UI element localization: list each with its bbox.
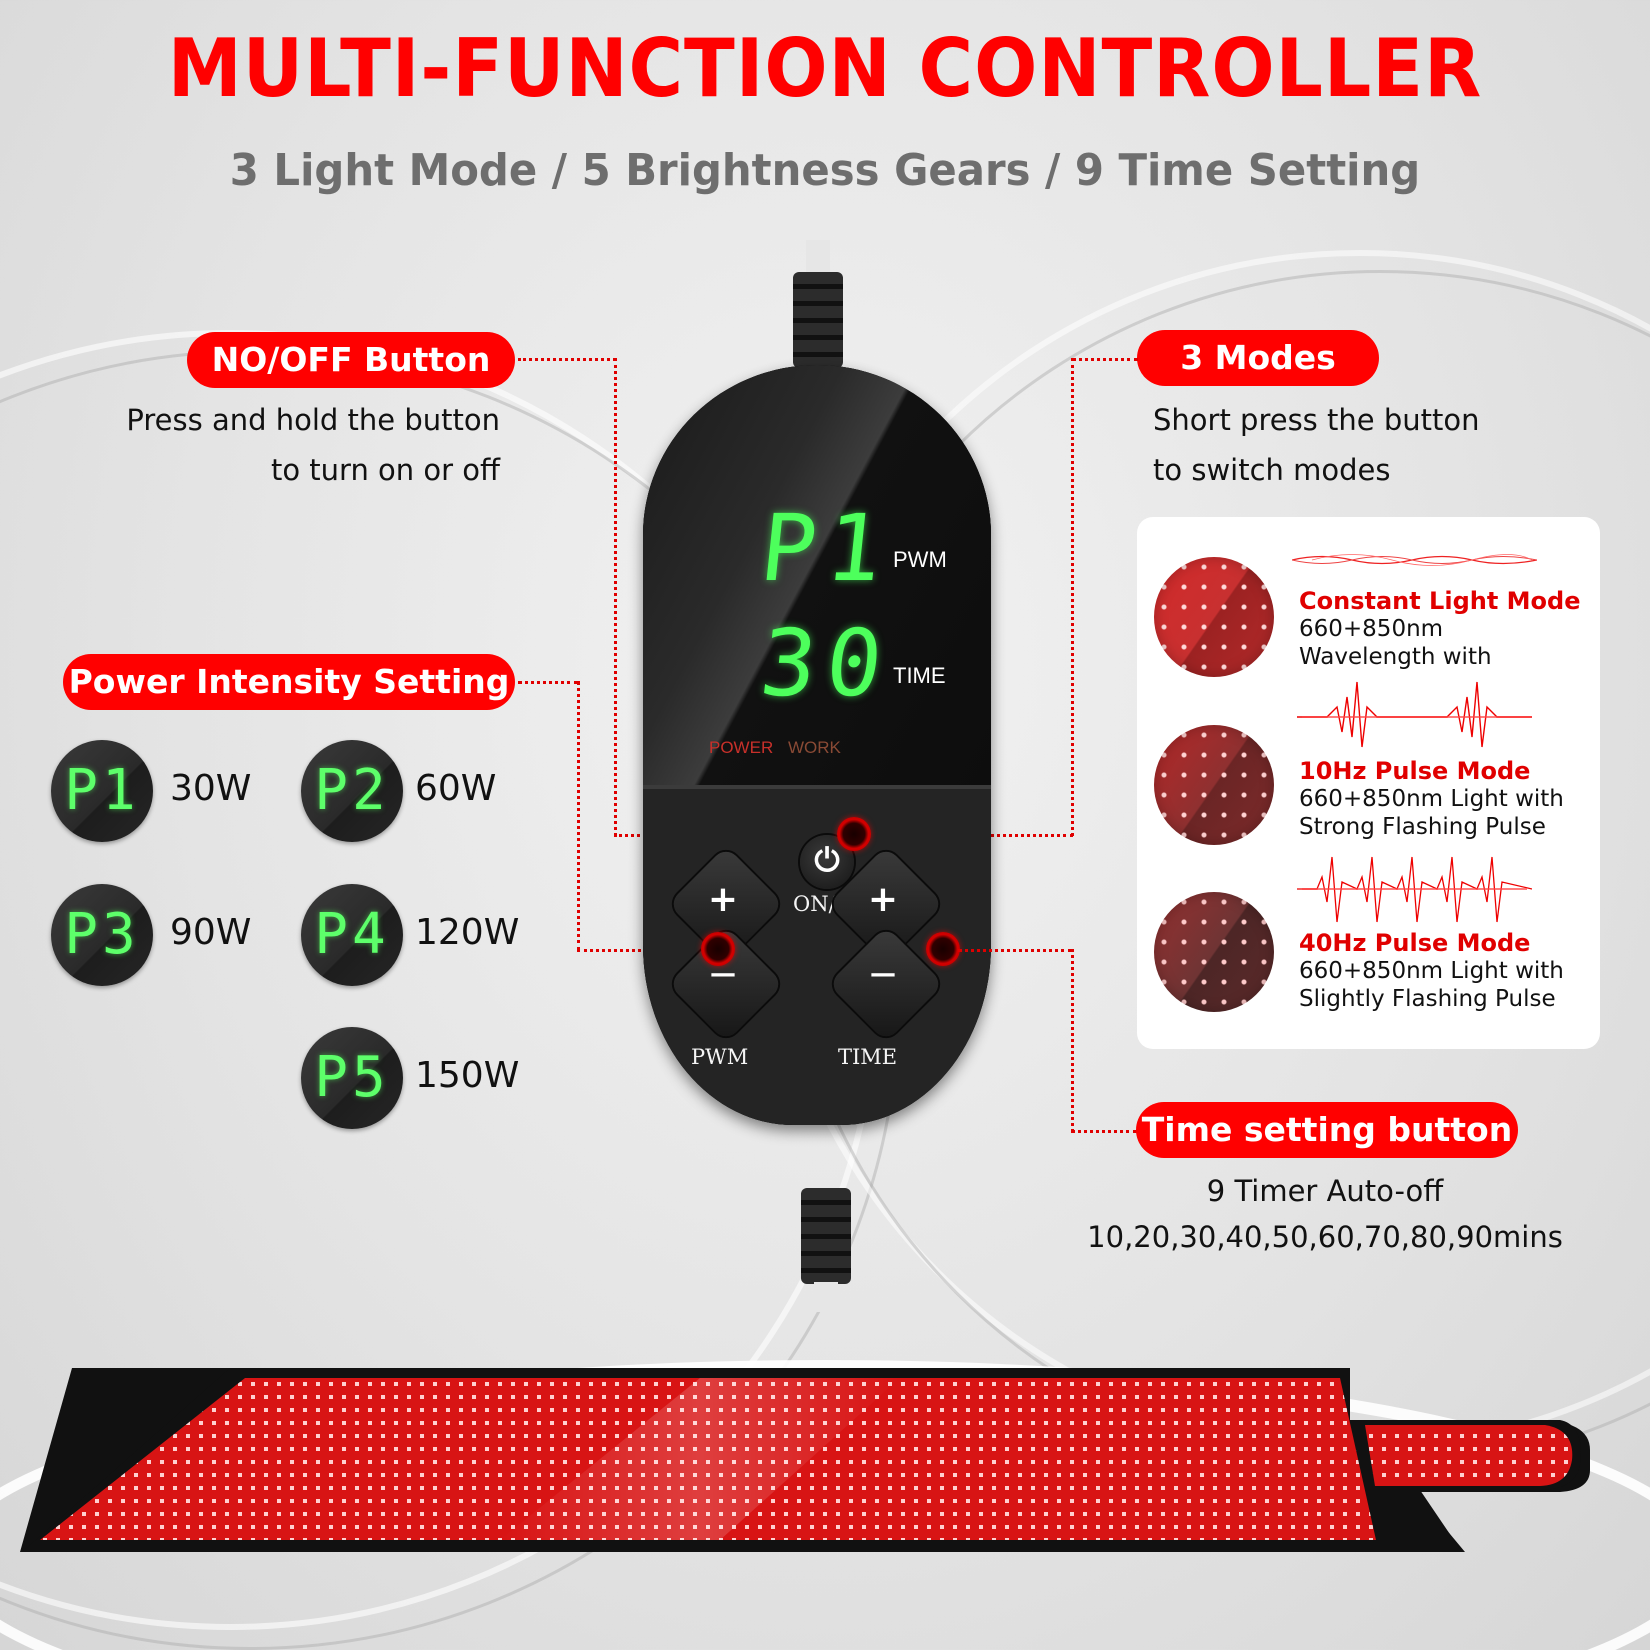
callout-marker-time <box>926 932 960 966</box>
mode-desc-line: 660+850nm <box>1299 616 1444 642</box>
10hz-mode-led-image <box>1154 725 1274 845</box>
power-level-watts: 120W <box>415 912 520 953</box>
time-rocker-label: TIME <box>838 1045 898 1069</box>
mode-desc-line: Slightly Flashing Pulse <box>1299 986 1556 1012</box>
power-button-callout-desc: Press and hold the button to turn on or … <box>100 395 500 495</box>
plus-icon: + <box>707 879 739 920</box>
connector-line <box>1071 358 1074 836</box>
cable-strain-relief-top <box>793 272 843 368</box>
power-level-badge-p1: P1 <box>51 740 153 842</box>
desc-line: 9 Timer Auto-off <box>1206 1174 1444 1208</box>
callout-marker-pwm <box>701 932 735 966</box>
mode-desc-line: 660+850nm Light with <box>1299 958 1564 984</box>
power-level-badge-p4: P4 <box>301 884 403 986</box>
cable-strain-relief-bottom <box>801 1188 851 1284</box>
power-level-watts: 30W <box>170 768 252 809</box>
red-light-therapy-pad <box>20 1368 1590 1552</box>
40hz-mode-led-image <box>1154 892 1274 1012</box>
modes-callout-label: 3 Modes <box>1137 330 1379 386</box>
pwm-rocker-label: PWM <box>691 1045 749 1069</box>
power-level-badge-p2: P2 <box>301 740 403 842</box>
mode-title: 10Hz Pulse Mode <box>1299 757 1531 785</box>
plus-icon: + <box>867 879 899 920</box>
modes-callout-desc: Short press the button to switch modes <box>1153 395 1479 495</box>
mode-desc-line: 660+850nm Light with <box>1299 786 1564 812</box>
desc-line: to switch modes <box>1153 453 1391 487</box>
desc-line: Short press the button <box>1153 403 1480 437</box>
time-setting-callout-label: Time setting button <box>1136 1102 1518 1158</box>
power-level-watts: 60W <box>415 768 497 809</box>
page-title: MULTI-FUNCTION CONTROLLER <box>167 22 1483 115</box>
mode-desc-line: Wavelength with <box>1299 644 1492 670</box>
cable-bottom <box>814 1282 838 1312</box>
modes-card: Constant Light Mode 660+850nm Wavelength… <box>1137 517 1600 1049</box>
mode-desc-line: Strong Flashing Pulse <box>1299 814 1546 840</box>
power-intensity-callout-label: Power Intensity Setting <box>63 654 515 710</box>
connector-line <box>614 358 617 836</box>
power-level-badge-p3: P3 <box>51 884 153 986</box>
desc-line: Press and hold the button <box>126 403 500 437</box>
connector-line <box>577 949 707 952</box>
connector-line <box>1071 1130 1137 1133</box>
power-level-watts: 90W <box>170 912 252 953</box>
connector-line <box>958 949 1072 952</box>
mode-desc: 660+850nm Wavelength with <box>1299 615 1492 671</box>
40hz-pulse-wave-icon <box>1297 856 1532 923</box>
mode-title: Constant Light Mode <box>1299 587 1581 615</box>
page-subtitle: 3 Light Mode / 5 Brightness Gears / 9 Ti… <box>229 145 1421 196</box>
display-label-pwm: PWM <box>893 547 947 572</box>
constant-mode-led-image <box>1154 557 1274 677</box>
10hz-pulse-wave-icon <box>1297 681 1532 748</box>
desc-line: 10,20,30,40,50,60,70,80,90mins <box>1087 1220 1563 1254</box>
display-label-time: TIME <box>893 663 946 688</box>
power-level-watts: 150W <box>415 1055 520 1096</box>
constant-wave-icon <box>1292 554 1537 566</box>
mode-title: 40Hz Pulse Mode <box>1299 929 1531 957</box>
minus-icon: — <box>870 959 896 989</box>
connector-line <box>1072 358 1138 361</box>
mode-desc: 660+850nm Light with Slightly Flashing P… <box>1299 957 1564 1013</box>
display-power-level: P1 <box>755 495 898 602</box>
connector-line <box>518 681 578 684</box>
power-level-badge-p5: P5 <box>301 1027 403 1129</box>
mode-desc: 660+850nm Light with Strong Flashing Pul… <box>1299 785 1564 841</box>
controller-display: P1 PWM 30 TIME POWER WORK <box>643 365 991 785</box>
desc-line: to turn on or off <box>270 453 500 487</box>
power-icon: ⏻ <box>814 841 840 879</box>
connector-line <box>518 358 616 361</box>
connector-line <box>1071 949 1074 1132</box>
time-setting-callout-desc: 9 Timer Auto-off 10,20,30,40,50,60,70,80… <box>1080 1168 1570 1260</box>
callout-marker-power <box>837 817 871 851</box>
controller: P1 PWM 30 TIME POWER WORK ⏻ ON/OFF + — P… <box>643 365 991 1125</box>
display-time: 30 <box>755 610 898 717</box>
power-button-callout-label: NO/OFF Button <box>187 332 515 388</box>
screen-divider <box>643 785 991 789</box>
connector-line <box>577 681 580 951</box>
indicator-power: POWER <box>709 738 774 757</box>
indicator-work: WORK <box>788 738 841 757</box>
